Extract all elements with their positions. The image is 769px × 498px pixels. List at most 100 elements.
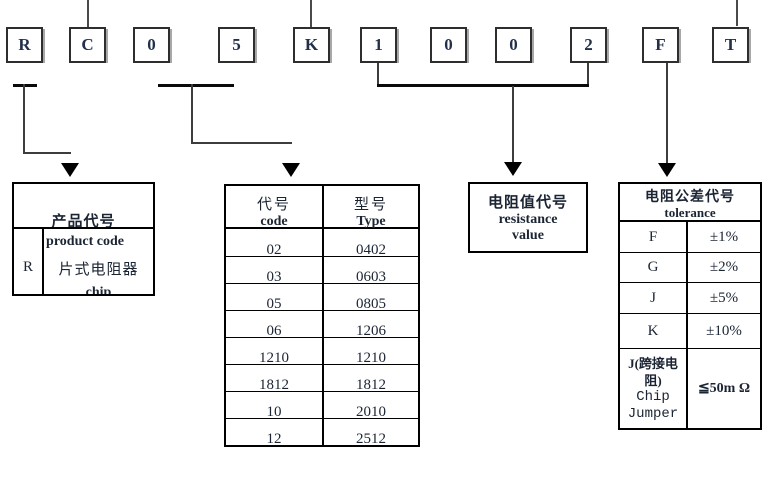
table-row: 05 0805 [226,283,418,312]
part-code-box-11: T [712,27,749,63]
size-code-table: 代号 code 型号 Type 02 0402 03 0603 05 0805 … [224,184,420,447]
connector-stub-top-t [736,0,738,26]
cell-code: 12 [226,419,324,447]
cell-type: 0603 [356,269,386,285]
tolerance-value: ±10% [706,322,742,339]
part-code-char: 5 [232,35,241,54]
part-code-box-1: R [6,27,43,63]
cell-code: 02 [226,229,324,258]
connector-line [23,84,25,154]
tolerance-code: G [620,253,688,282]
cell-type: 0805 [356,296,386,312]
table-row: J ±5% [620,282,760,313]
table-row: K ±10% [620,313,760,348]
size-header-code: 代号 code [226,186,324,229]
connector-line [666,63,668,163]
cell-code: 05 [226,284,324,312]
jumper-code-cn-line1: J(跨接电 [628,355,678,371]
part-code-char: K [304,35,319,54]
connector-bar-size [158,84,234,87]
resistance-title-en2: value [512,228,544,243]
product-code-table: 产品代号 product code R 片式电阻器 chip [12,182,155,296]
table-row: F ±1% [620,222,760,252]
product-desc-en: chip [85,285,112,296]
tolerance-title-cn: 电阻公差代号 [645,189,735,205]
part-code-char: C [81,35,94,54]
jumper-code-cn-line2: 阻) [644,372,662,388]
table-row: 10 2010 [226,391,418,420]
resistance-title-cn: 电阻值代号 [487,195,568,211]
arrow-down-icon [658,163,676,177]
cell-code: 03 [226,257,324,285]
table-row-jumper: J(跨接电 阻) Chip Jumper ≦50m Ω [620,348,760,428]
tolerance-title-en: tolerance [664,204,716,220]
part-code-box-2: C [69,27,106,63]
connector-line [191,84,193,144]
connector-stub-top-c [87,0,89,27]
cell-type: 1210 [356,350,386,366]
table-row: G ±2% [620,252,760,282]
part-code-box-8: 0 [495,27,532,63]
cell-type: 0402 [356,242,386,258]
part-code-char: 0 [509,35,518,54]
cell-type: 1812 [356,377,386,393]
header-code-en: code [260,214,288,229]
table-row: 06 1206 [226,310,418,339]
table-row: 1210 1210 [226,337,418,366]
table-row: 12 2512 [226,418,418,447]
header-code-cn: 代号 [256,197,291,213]
part-code-char: 0 [147,35,156,54]
product-desc-cn: 片式电阻器 [58,262,139,278]
product-code-value: R [22,259,33,275]
arrow-down-icon [282,163,300,177]
jumper-code-cell: J(跨接电 阻) Chip Jumper [620,349,688,428]
resistance-value-box: 电阻值代号 resistance value [468,182,588,253]
header-type-en: Type [356,214,386,229]
part-code-char: 2 [584,35,593,54]
arrow-down-icon [61,163,79,177]
part-code-char: 1 [374,35,383,54]
tolerance-table-header: 电阻公差代号 tolerance [620,184,760,222]
size-header-type: 型号 Type [324,186,418,229]
connector-stub-top-k [310,0,312,27]
resistance-title-en1: resistance [498,212,558,227]
header-type-cn: 型号 [353,197,388,213]
jumper-code-en-line2: Jumper [627,405,679,422]
tolerance-value: ±5% [709,289,739,306]
size-table-header: 代号 code 型号 Type [226,186,418,229]
part-code-box-5: K [293,27,330,63]
table-separator [14,227,153,229]
part-code-char: F [655,35,666,54]
product-table-title-en: product code [46,234,124,249]
connector-line [587,63,589,86]
part-code-box-10: F [642,27,679,63]
connector-line [23,152,71,154]
cell-type: 2512 [356,431,386,447]
connector-bracket [377,84,589,87]
part-code-box-3: 0 [133,27,170,63]
part-code-char: T [724,35,737,54]
tolerance-value: ±1% [709,228,739,245]
part-code-char: R [18,35,31,54]
cell-type: 1206 [356,323,386,339]
jumper-value: ≦50m Ω [697,381,751,396]
connector-tbar-r [13,84,37,87]
part-code-box-9: 2 [570,27,607,63]
tolerance-code: K [620,314,688,348]
tolerance-value: ±2% [709,259,739,275]
tolerance-code: J [620,283,688,313]
table-row: 03 0603 [226,256,418,285]
cell-type: 2010 [356,404,386,420]
jumper-code-en-line1: Chip [636,388,670,405]
part-code-box-6: 1 [360,27,397,63]
product-table-title-cn: 产品代号 [51,214,116,230]
table-row: 1812 1812 [226,364,418,393]
tolerance-table: 电阻公差代号 tolerance F ±1% G ±2% J ±5% K ±10… [618,182,762,430]
part-code-box-7: 0 [430,27,467,63]
arrow-down-icon [504,162,522,176]
part-code-char: 0 [444,35,453,54]
cell-code: 1812 [226,365,324,393]
connector-line [377,63,379,86]
table-divider [42,227,44,294]
connector-line [191,142,292,144]
